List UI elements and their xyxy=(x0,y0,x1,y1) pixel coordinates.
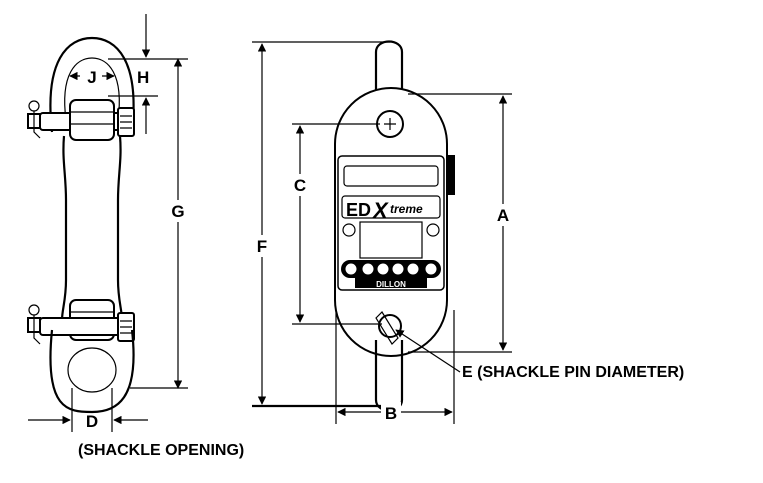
dimension-j: J xyxy=(69,66,115,87)
face-plate xyxy=(337,155,445,291)
dimension-g: G xyxy=(130,58,188,389)
power-button xyxy=(342,223,356,237)
dimension-d: D (SHACKLE OPENING) xyxy=(28,388,244,459)
label-a: A xyxy=(497,206,509,225)
label-d: D xyxy=(86,412,98,431)
dimension-b: B xyxy=(335,310,455,424)
label-shackle-opening: (SHACKLE OPENING) xyxy=(78,442,244,459)
label-g: G xyxy=(171,202,184,221)
dimension-f: F xyxy=(252,41,392,408)
label-j: J xyxy=(87,68,96,87)
top-shackle-bow xyxy=(49,36,135,133)
brand-treme: treme xyxy=(390,202,423,216)
dimension-c: C xyxy=(290,123,382,325)
shackle-link-assembly xyxy=(27,36,135,414)
dimension-a: A xyxy=(408,93,513,353)
label-f: F xyxy=(257,237,267,256)
dimension-e: E (SHACKLE PIN DIAMETER) xyxy=(395,329,684,381)
brand-ed: ED xyxy=(346,200,371,220)
brand-x: X xyxy=(371,198,389,223)
link-body xyxy=(60,135,124,322)
bottom-shackle-bow xyxy=(49,329,135,414)
label-h: H xyxy=(137,68,149,87)
ground-button xyxy=(426,223,440,237)
label-e: E (SHACKLE PIN DIAMETER) xyxy=(462,364,684,381)
label-c: C xyxy=(294,176,306,195)
dynamometer: ED X treme DILLON xyxy=(334,40,455,412)
label-b: B xyxy=(385,404,397,423)
lcd-screen xyxy=(359,221,423,259)
brand-dillon: DILLON xyxy=(376,280,406,289)
